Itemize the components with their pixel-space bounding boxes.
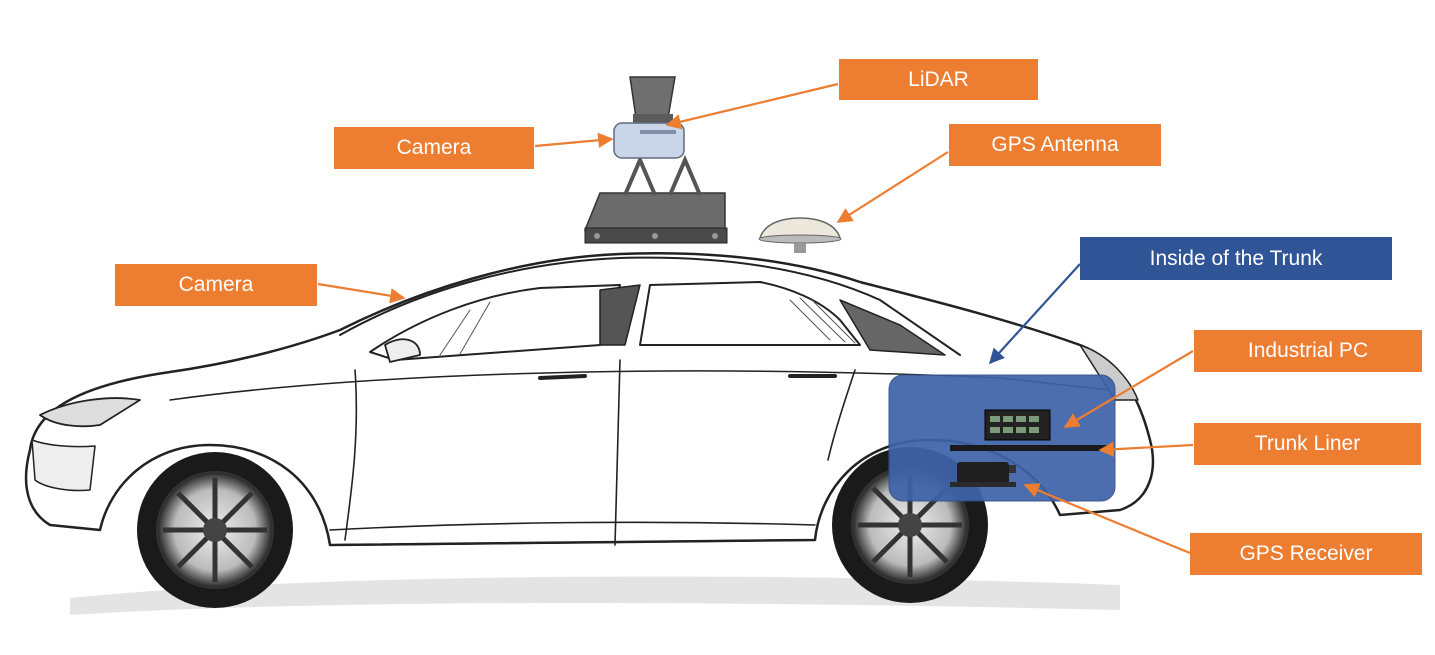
label-gps-receiver: GPS Receiver [1190, 533, 1422, 575]
ground-shadow [70, 576, 1120, 615]
camera-module-icon [613, 122, 685, 159]
headlight [39, 397, 141, 428]
label-lidar: LiDAR [839, 59, 1038, 100]
trunk-liner-plate [950, 445, 1110, 451]
taillight [1079, 344, 1139, 401]
label-trunk-liner: Trunk Liner [1194, 423, 1421, 465]
arrow-trunk-inside [988, 263, 1081, 365]
label-roof-camera: Camera [334, 127, 534, 169]
roof-rack-icon [583, 154, 728, 244]
rear-quarter-glass [839, 299, 946, 356]
arrow-lidar [665, 82, 839, 130]
front-wheel-icon [137, 452, 293, 608]
label-gps-antenna: GPS Antenna [949, 124, 1161, 166]
arrow-gps-antenna [836, 151, 949, 223]
gps-receiver-box-icon [950, 462, 1016, 487]
arrow-roof-camera [534, 132, 614, 148]
label-windshield-camera: Camera [115, 264, 317, 306]
arrow-gps-receiver [1023, 483, 1191, 555]
grille [31, 439, 96, 492]
arrow-trunk-liner [1098, 441, 1194, 457]
front-pillar [599, 284, 641, 346]
label-industrial-pc: Industrial PC [1194, 330, 1422, 372]
gps-antenna-dome-icon [758, 217, 842, 253]
car-sketch-icon [24, 251, 1155, 547]
arrow-industrial-pc [1063, 350, 1194, 428]
trunk-inset [888, 374, 1116, 502]
front-window [369, 284, 621, 361]
lidar-sensor-icon [629, 76, 676, 124]
arrow-windshield-camera [317, 282, 406, 304]
callout-arrows [317, 82, 1194, 555]
industrial-pc-box-icon [984, 409, 1051, 441]
side-mirror [384, 338, 421, 363]
label-trunk-inside: Inside of the Trunk [1080, 237, 1392, 280]
